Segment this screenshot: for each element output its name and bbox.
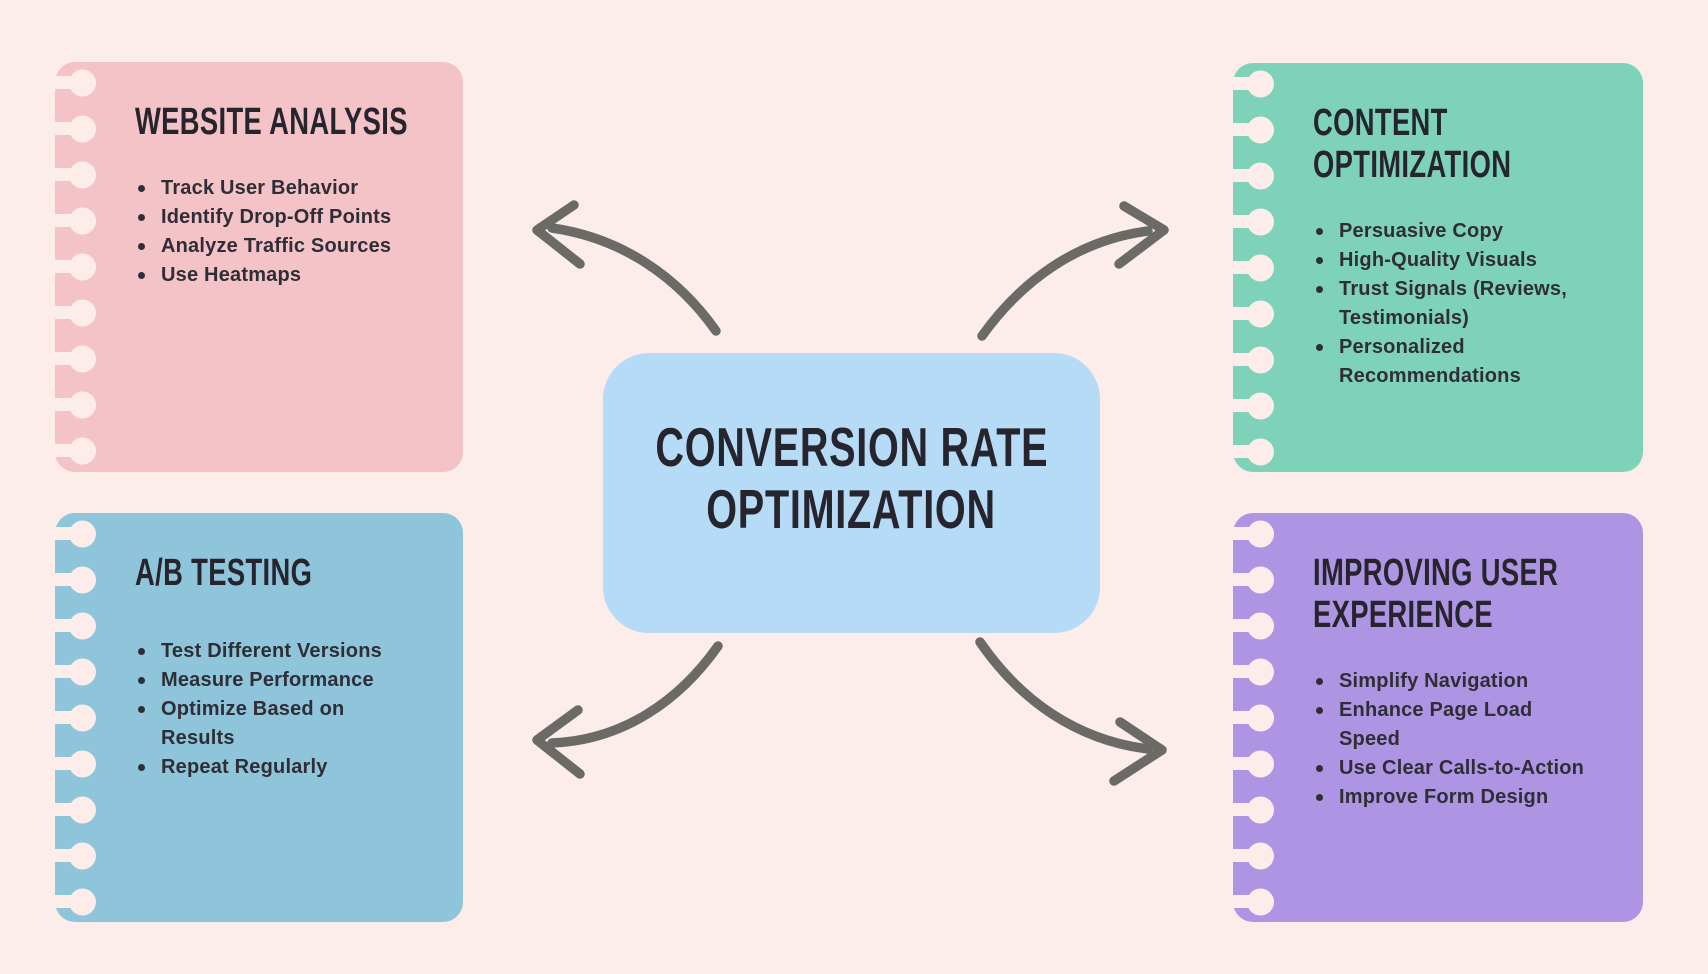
- list-item: High-Quality Visuals: [1313, 246, 1595, 275]
- spiral-notch: [1233, 307, 1259, 320]
- spiral-notch: [55, 214, 81, 227]
- list-item: Persuasive Copy: [1313, 217, 1595, 246]
- card-list: Test Different Versions Measure Performa…: [135, 637, 417, 782]
- list-item: Enhance Page Load Speed: [1313, 696, 1595, 754]
- card-content-optimization: CONTENT OPTIMIZATION Persuasive Copy Hig…: [1233, 63, 1643, 472]
- spiral-notch: [1233, 665, 1259, 678]
- spiral-notch: [55, 306, 81, 319]
- card-list: Track User Behavior Identify Drop-Off Po…: [135, 174, 417, 290]
- card-website-analysis: WEBSITE ANALYSIS Track User Behavior Ide…: [55, 62, 463, 472]
- arrow-top-right-icon: [977, 201, 1169, 341]
- arrow-bottom-right-icon: [975, 637, 1167, 786]
- arrow-bottom-left-icon: [532, 641, 723, 779]
- list-item: Test Different Versions: [135, 637, 417, 666]
- spiral-notch: [55, 895, 81, 908]
- spiral-notch: [55, 849, 81, 862]
- spiral-notch: [1233, 573, 1259, 586]
- list-item: Trust Signals (Reviews, Testimonials): [1313, 275, 1595, 333]
- list-item: Measure Performance: [135, 666, 417, 695]
- central-title-line: CONVERSION RATE: [655, 416, 1048, 479]
- list-item: Simplify Navigation: [1313, 667, 1595, 696]
- spiral-notch: [1233, 215, 1259, 228]
- card-title: CONTENT OPTIMIZATION: [1313, 102, 1512, 186]
- list-item: Optimize Based on Results: [135, 695, 417, 753]
- list-item: Personalized Recommendations: [1313, 333, 1595, 391]
- central-title: CONVERSION RATE OPTIMIZATION: [579, 417, 1125, 540]
- card-title: A/B TESTING: [135, 552, 313, 594]
- list-item: Identify Drop-Off Points: [135, 203, 417, 232]
- spiral-notch: [1233, 77, 1259, 90]
- list-item: Use Heatmaps: [135, 261, 417, 290]
- spiral-notch: [55, 711, 81, 724]
- spiral-notch: [1233, 895, 1259, 908]
- list-item: Improve Form Design: [1313, 783, 1595, 812]
- card-title: IMPROVING USER EXPERIENCE: [1313, 552, 1559, 636]
- list-item: Use Clear Calls-to-Action: [1313, 754, 1595, 783]
- spiral-notch: [55, 757, 81, 770]
- card-list: Simplify Navigation Enhance Page Load Sp…: [1313, 667, 1595, 812]
- spiral-notch: [55, 444, 81, 457]
- spiral-notch: [1233, 711, 1259, 724]
- spiral-notch: [55, 352, 81, 365]
- spiral-notch: [55, 168, 81, 181]
- list-item: Repeat Regularly: [135, 753, 417, 782]
- spiral-notch: [55, 619, 81, 632]
- spiral-notch: [1233, 123, 1259, 136]
- spiral-notch: [55, 573, 81, 586]
- card-ab-testing: A/B TESTING Test Different Versions Meas…: [55, 513, 463, 922]
- spiral-notch: [1233, 169, 1259, 182]
- list-item: Track User Behavior: [135, 174, 417, 203]
- spiral-binding: [1233, 63, 1277, 472]
- spiral-notch: [1233, 261, 1259, 274]
- spiral-notch: [1233, 757, 1259, 770]
- spiral-notch: [55, 665, 81, 678]
- spiral-notch: [1233, 803, 1259, 816]
- spiral-notch: [1233, 399, 1259, 412]
- arrow-top-left-icon: [532, 200, 721, 336]
- spiral-notch: [1233, 849, 1259, 862]
- spiral-notch: [55, 122, 81, 135]
- list-item: Analyze Traffic Sources: [135, 232, 417, 261]
- spiral-binding: [55, 62, 99, 472]
- spiral-notch: [1233, 619, 1259, 632]
- spiral-notch: [55, 260, 81, 273]
- spiral-notch: [1233, 527, 1259, 540]
- card-list: Persuasive Copy High-Quality Visuals Tru…: [1313, 217, 1595, 391]
- spiral-notch: [55, 527, 81, 540]
- spiral-notch: [55, 803, 81, 816]
- card-improving-user-experience: IMPROVING USER EXPERIENCE Simplify Navig…: [1233, 513, 1643, 922]
- spiral-binding: [55, 513, 99, 922]
- spiral-notch: [1233, 353, 1259, 366]
- spiral-binding: [1233, 513, 1277, 922]
- spiral-notch: [55, 398, 81, 411]
- central-node: CONVERSION RATE OPTIMIZATION: [603, 353, 1100, 633]
- card-title: WEBSITE ANALYSIS: [135, 101, 408, 143]
- central-title-line: OPTIMIZATION: [706, 478, 997, 540]
- spiral-notch: [55, 76, 81, 89]
- spiral-notch: [1233, 445, 1259, 458]
